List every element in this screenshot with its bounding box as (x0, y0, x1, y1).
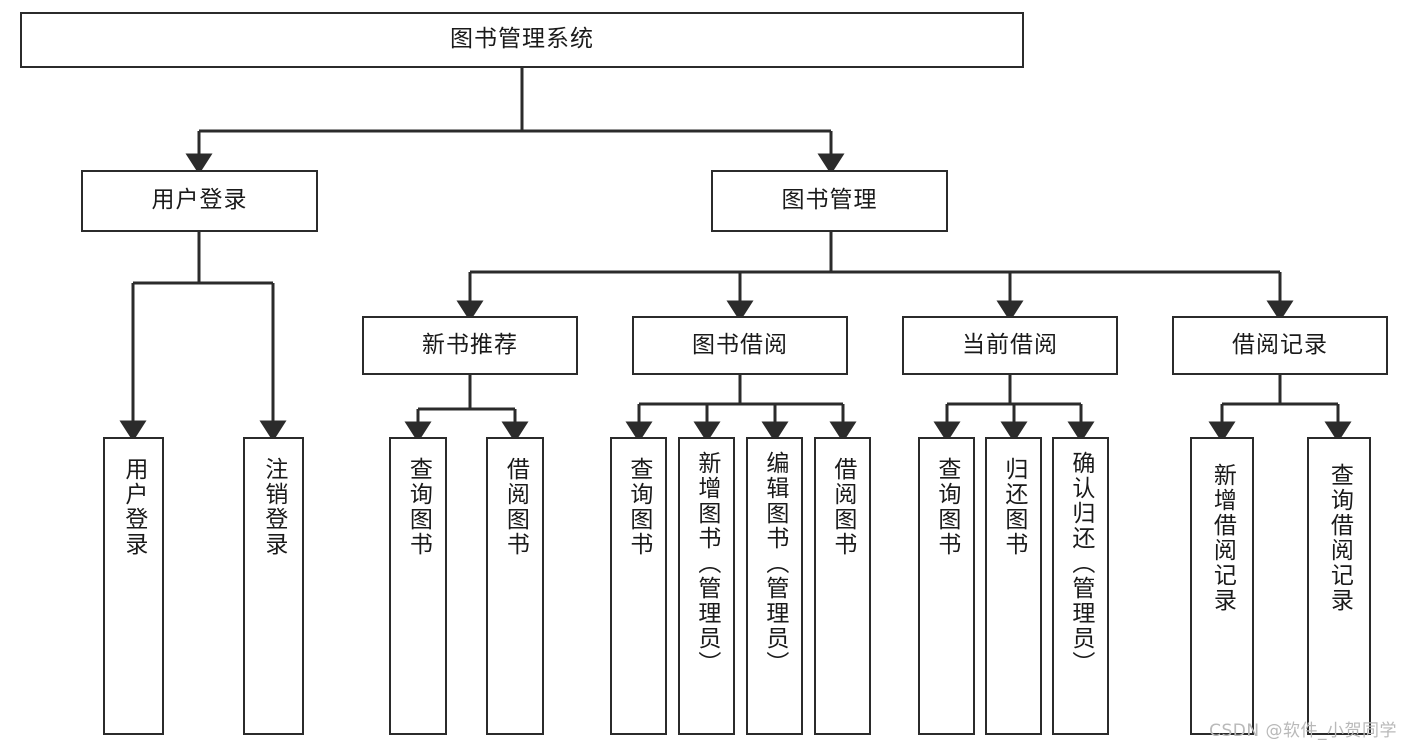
node-leaf-borrow-book[interactable]: 借阅图书 (814, 437, 871, 735)
node-new-book-recommend[interactable]: 新书推荐 (362, 316, 578, 375)
node-current-borrow-label: 当前借阅 (962, 331, 1058, 358)
node-leaf-confirm-return-admin-label: 确认归还（管理员） (1067, 451, 1094, 676)
node-borrow-record-label: 借阅记录 (1232, 331, 1328, 358)
node-leaf-query-borrow-record[interactable]: 查询借阅记录 (1307, 437, 1371, 735)
node-leaf-recommend-borrow-book-label: 借阅图书 (502, 457, 529, 557)
node-leaf-return-book-label: 归还图书 (1000, 457, 1027, 557)
node-leaf-borrow-query-book[interactable]: 查询图书 (610, 437, 667, 735)
node-new-book-recommend-label: 新书推荐 (422, 331, 518, 358)
node-leaf-borrow-book-label: 借阅图书 (829, 457, 856, 557)
node-leaf-add-book-admin-label: 新增图书（管理员） (693, 451, 720, 676)
node-book-management[interactable]: 图书管理 (711, 170, 948, 232)
node-leaf-current-query-book-label: 查询图书 (933, 457, 960, 557)
node-book-borrow-label: 图书借阅 (692, 331, 788, 358)
node-user-login-label: 用户登录 (151, 187, 248, 214)
node-leaf-add-borrow-record[interactable]: 新增借阅记录 (1190, 437, 1254, 735)
node-leaf-add-book-admin[interactable]: 新增图书（管理员） (678, 437, 735, 735)
node-book-borrow[interactable]: 图书借阅 (632, 316, 848, 375)
watermark-text: CSDN @软件_小贺同学 (1209, 721, 1397, 741)
node-leaf-confirm-return-admin[interactable]: 确认归还（管理员） (1052, 437, 1109, 735)
node-leaf-user-login[interactable]: 用户登录 (103, 437, 164, 735)
node-leaf-return-book[interactable]: 归还图书 (985, 437, 1042, 735)
node-leaf-edit-book-admin-label: 编辑图书（管理员） (761, 451, 788, 676)
node-leaf-recommend-borrow-book[interactable]: 借阅图书 (486, 437, 544, 735)
node-user-login[interactable]: 用户登录 (81, 170, 318, 232)
node-leaf-recommend-query-book[interactable]: 查询图书 (389, 437, 447, 735)
node-leaf-logout-label: 注销登录 (260, 457, 287, 557)
node-leaf-recommend-query-book-label: 查询图书 (405, 457, 432, 557)
node-leaf-user-login-label: 用户登录 (120, 457, 147, 557)
node-root-label: 图书管理系统 (450, 26, 594, 53)
node-book-management-label: 图书管理 (781, 187, 878, 214)
node-current-borrow[interactable]: 当前借阅 (902, 316, 1118, 375)
node-leaf-current-query-book[interactable]: 查询图书 (918, 437, 975, 735)
node-leaf-borrow-query-book-label: 查询图书 (625, 457, 652, 557)
node-borrow-record[interactable]: 借阅记录 (1172, 316, 1388, 375)
node-leaf-logout[interactable]: 注销登录 (243, 437, 304, 735)
node-leaf-edit-book-admin[interactable]: 编辑图书（管理员） (746, 437, 803, 735)
node-leaf-query-borrow-record-label: 查询借阅记录 (1326, 463, 1353, 613)
node-root-book-management-system[interactable]: 图书管理系统 (20, 12, 1024, 68)
node-leaf-add-borrow-record-label: 新增借阅记录 (1209, 463, 1236, 613)
